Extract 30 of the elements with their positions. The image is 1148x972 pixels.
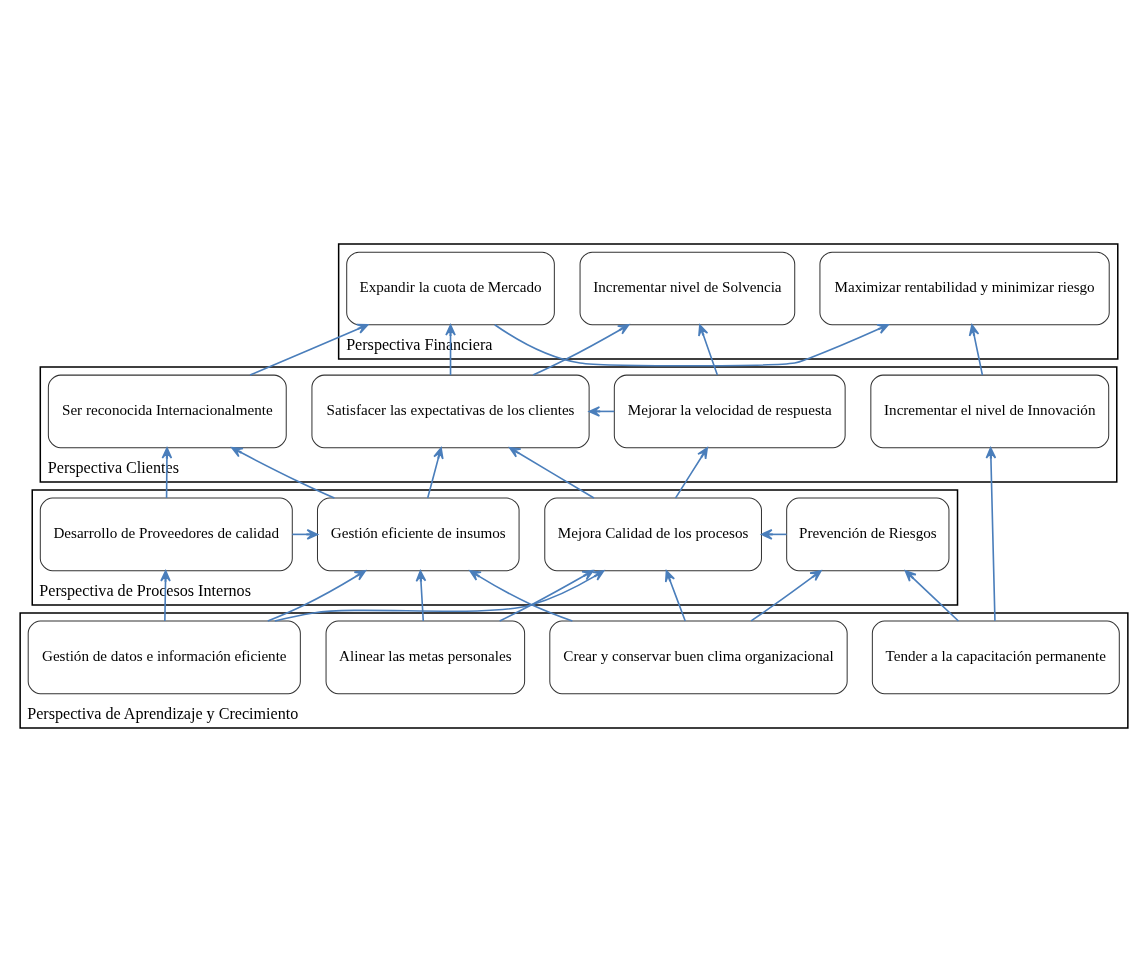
node-box: Gestión eficiente de insumos	[316, 497, 520, 572]
node-box: Mejorar la velocidad de respuesta	[613, 374, 846, 449]
arrow	[674, 447, 708, 499]
arrow	[532, 324, 630, 376]
node-box: Ser reconocida Internacionalmente	[47, 374, 287, 449]
node-box: Maximizar rentabilidad y minimizar riesgo	[819, 251, 1110, 326]
arrow	[985, 447, 997, 622]
node-box: Desarrollo de Proveedores de calidad	[39, 497, 293, 572]
node-box: Alinear las metas personales	[325, 620, 526, 695]
node-box: Incrementar el nivel de Innovación	[870, 374, 1110, 449]
node-box: Crear y conservar buen clima organizacional	[549, 620, 848, 695]
node-box: Prevención de Riesgos	[786, 497, 950, 572]
node-box: Mejora Calidad de los procesos	[544, 497, 762, 572]
arrow	[493, 323, 889, 367]
arrow	[698, 324, 719, 376]
arrow	[968, 324, 984, 376]
arrow	[750, 570, 822, 622]
arrow	[426, 447, 444, 499]
arrow	[249, 323, 369, 376]
arrow	[498, 569, 594, 622]
arrow	[273, 570, 605, 622]
arrow	[266, 569, 367, 622]
arrow	[508, 446, 595, 499]
node-box: Satisfacer las expectativas de los clientes	[311, 374, 590, 449]
node-box: Expandir la cuota de Mercado	[346, 251, 555, 326]
node-box: Gestión de datos e información eficiente	[27, 620, 301, 695]
arrow	[664, 570, 687, 622]
node-box: Incrementar nivel de Solvencia	[579, 251, 796, 326]
node-box: Tender a la capacitación permanente	[871, 620, 1120, 695]
arrow	[415, 570, 427, 622]
